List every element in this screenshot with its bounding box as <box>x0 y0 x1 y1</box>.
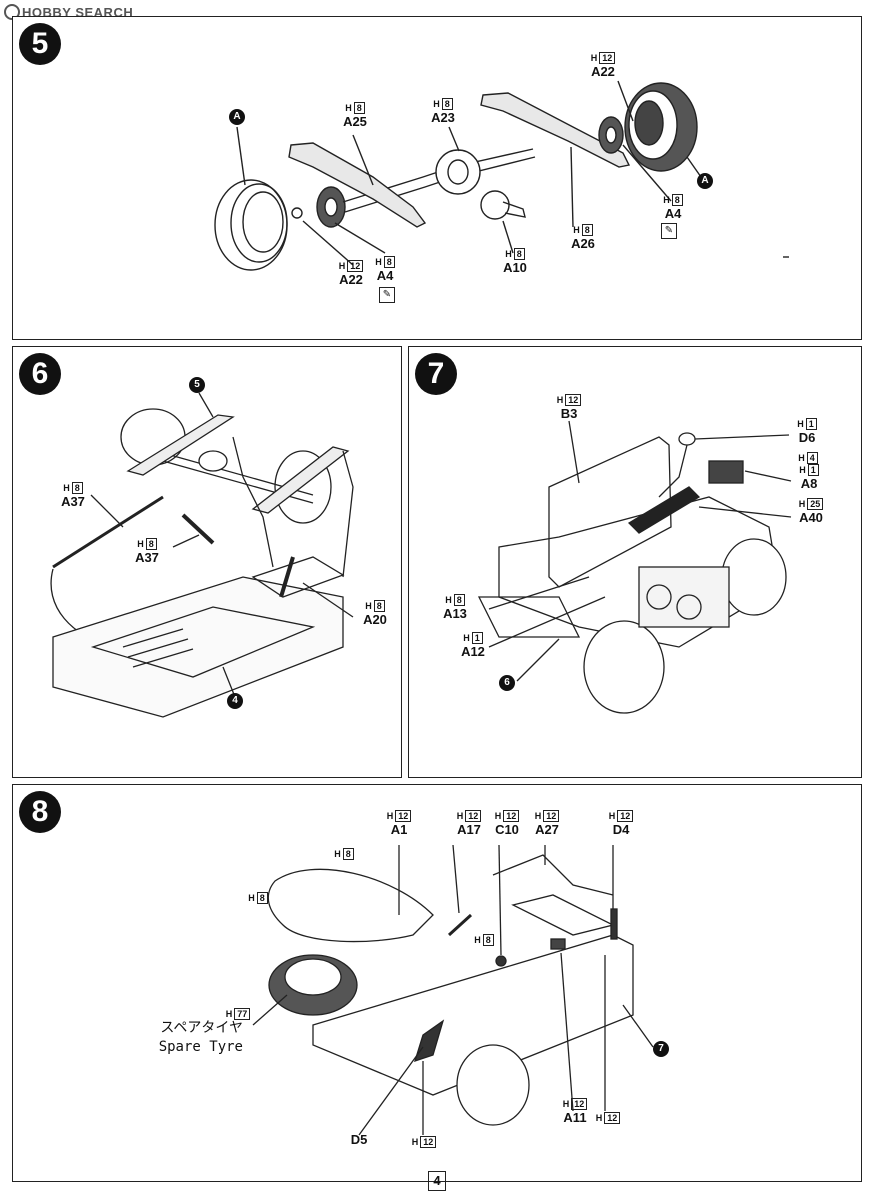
step8-panel: 8 <box>12 784 862 1182</box>
step7-panel: 7 <box>408 346 862 778</box>
step6-panel: 6 <box>12 346 402 778</box>
page-number: 4 <box>428 1171 446 1191</box>
label-d5: D5 <box>350 1132 368 1147</box>
rear-axle-drawing <box>214 80 789 271</box>
marker-step6: 6 <box>499 675 515 691</box>
step6-number: 6 <box>19 353 61 395</box>
step5-number: 5 <box>19 23 61 65</box>
step8-number: 8 <box>19 791 61 833</box>
cement-icon: ✎ <box>661 223 677 239</box>
marker-step7: 7 <box>653 1041 669 1057</box>
step7-number: 7 <box>415 353 457 395</box>
marker-step4: 4 <box>227 693 243 709</box>
suspension-drawing <box>50 392 354 718</box>
cement-icon: ✎ <box>379 287 395 303</box>
spare-tyre-caption: スペアタイヤ Spare Tyre <box>158 1019 243 1055</box>
step5-panel: 5 <box>12 16 862 340</box>
engine-bay-drawing <box>477 420 792 714</box>
marker-step5: 5 <box>189 377 205 393</box>
marker-a-right: A <box>697 173 713 189</box>
rear-body-drawing <box>252 844 654 1136</box>
marker-a-left: A <box>229 109 245 125</box>
